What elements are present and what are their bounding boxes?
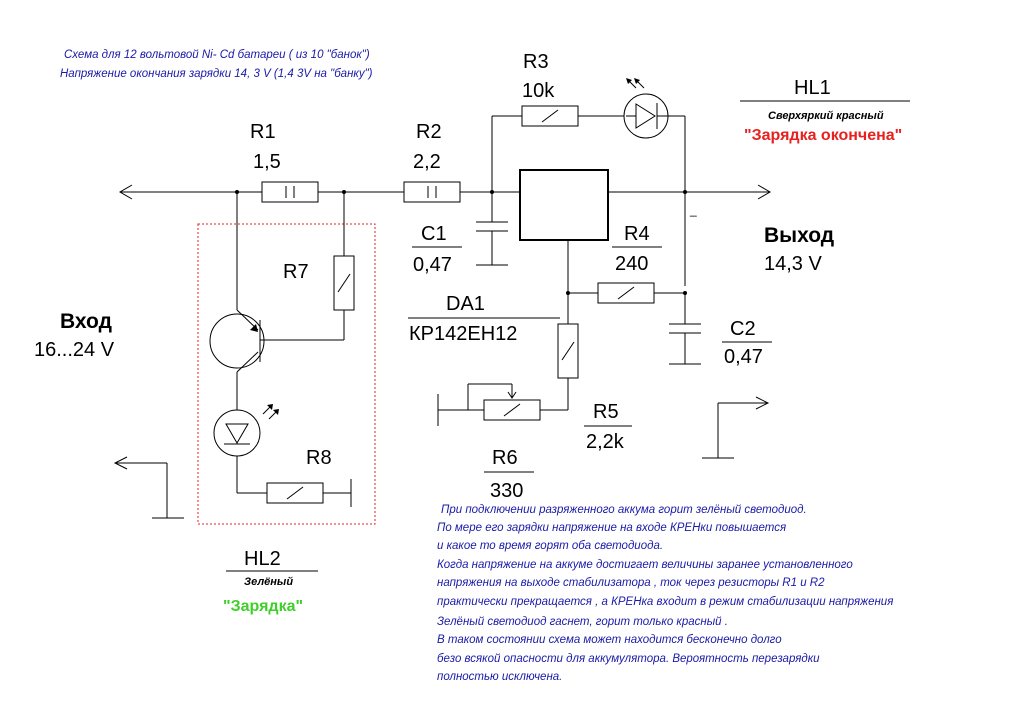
- c2-capacitor: [669, 293, 701, 365]
- hl2-label: HL2: [244, 548, 281, 570]
- note-line: и какое то время горят оба светодиода.: [437, 540, 663, 552]
- note-line: По мере его зарядки напряжение на входе …: [437, 522, 786, 534]
- hl2-led: [213, 404, 279, 457]
- r2-label: R2: [416, 121, 442, 143]
- r5-resistor: [540, 323, 579, 411]
- r7-label: R7: [283, 261, 309, 283]
- hl1-led: [623, 78, 669, 139]
- main-wire: [119, 184, 771, 200]
- note-line: В таком состоянии схема может находится …: [437, 634, 782, 646]
- c1-label: C1: [421, 223, 447, 245]
- indicator-module-box: [197, 223, 376, 525]
- r6-potentiometer: [437, 383, 541, 426]
- r1-resistor: [261, 181, 319, 203]
- note-line: Зелёный светодиод гаснет, горит только к…: [437, 616, 728, 628]
- hl1-caption: "Зарядка окончена": [744, 127, 902, 144]
- hl1-desc: Сверхяркий красный: [768, 110, 884, 122]
- da1-part: КР142ЕН12: [409, 323, 517, 345]
- da1-label: DA1: [446, 293, 485, 315]
- r6-value: 330: [490, 480, 523, 502]
- header-line-2: Напряжение окончания зарядки 14, 3 V (1,…: [60, 68, 373, 80]
- r8-label: R8: [306, 447, 332, 469]
- r8-resistor: [266, 482, 324, 504]
- r3-branch: [491, 105, 686, 286]
- c2-value: 0,47: [724, 346, 763, 368]
- r1-label: R1: [250, 121, 276, 143]
- r6-label: R6: [492, 447, 518, 469]
- minus-mark: _: [689, 203, 697, 217]
- r1-value: 1,5: [253, 151, 281, 173]
- input-label: Вход: [60, 310, 112, 333]
- adjust-network: [566, 240, 687, 324]
- input-ground-arrow: [113, 456, 184, 519]
- note-line: Когда напряжение на аккуме достигает вел…: [437, 559, 853, 571]
- transistor-branch: [236, 192, 352, 507]
- r5-label: R5: [593, 401, 619, 423]
- description-notes: При подключении разряженного аккума гори…: [437, 504, 893, 683]
- r3-value: 10k: [522, 80, 555, 102]
- output-label: Выход: [764, 224, 834, 247]
- transistor: [209, 309, 265, 373]
- r4-value: 240: [615, 253, 648, 275]
- r2-resistor: [403, 181, 461, 203]
- output-ground-arrow: [702, 396, 770, 459]
- note-line: практически прекращается , а КРЕНка вход…: [437, 596, 893, 608]
- da1-regulator: [519, 169, 609, 241]
- input-voltage: 16...24 V: [34, 339, 115, 361]
- note-line: полностью исключена.: [437, 671, 562, 683]
- r4-label: R4: [624, 223, 650, 245]
- r5-value: 2,2k: [586, 431, 625, 453]
- c2-label: C2: [730, 318, 756, 340]
- r2-value: 2,2: [413, 151, 441, 173]
- note-line: безо всякой опасности для аккумулятора. …: [437, 653, 820, 665]
- note-line: напряжения на выходе стабилизатора , ток…: [437, 577, 825, 589]
- c1-capacitor: [476, 192, 508, 266]
- c1-value: 0,47: [413, 254, 452, 276]
- hl1-label: HL1: [794, 77, 831, 99]
- r7-resistor: [333, 255, 355, 311]
- output-voltage: 14,3 V: [764, 253, 822, 275]
- r4-resistor: [597, 282, 655, 304]
- hl2-desc: Зелёный: [244, 576, 293, 588]
- hl2-caption: "Зарядка": [223, 598, 303, 615]
- r3-label: R3: [523, 51, 549, 73]
- note-line: При подключении разряженного аккума гори…: [441, 504, 807, 516]
- header-line-1: Схема для 12 вольтовой Ni- Cd батареи ( …: [64, 49, 370, 61]
